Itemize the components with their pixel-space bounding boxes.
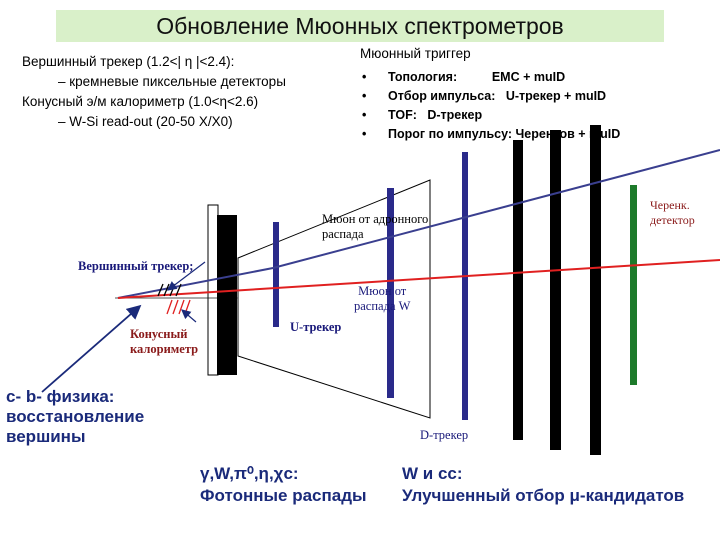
vertex-tracker-label: Вершинный трекер; <box>78 259 194 273</box>
vertex-tracker-note: Вершинный трекер (1.2<| η |<2.4): <box>22 54 235 69</box>
trigger-heading: Мюонный триггер <box>360 46 471 61</box>
muon-w-track <box>117 259 720 299</box>
calorimeter-marks <box>166 299 191 315</box>
w-cc-text: W и cc: <box>402 464 463 483</box>
left-notes: Вершинный трекер (1.2<| η |<2.4): – крем… <box>22 52 286 132</box>
muon-hadron-label: Мюон от адронного распада <box>322 212 429 241</box>
trigger-item: TOF: D-трекер <box>362 106 620 125</box>
d-tracker-label: D-трекер <box>420 428 469 442</box>
absorber-edge <box>207 204 219 376</box>
improved-selection-text: Улучшенный отбор μ-кандидатов <box>402 486 685 505</box>
u-tracker-label: U-трекер <box>290 320 342 334</box>
u-tracker-plate <box>273 222 279 327</box>
pixel-detectors-note: – кремневые пиксельные детекторы <box>58 74 286 89</box>
photon-symbols: γ,W,π⁰,η,χc: <box>200 464 299 483</box>
photon-decays-text: Фотонные распады <box>200 486 367 505</box>
central-absorber <box>217 215 237 375</box>
calorimeter-note: Конусный э/м калориметр (1.0<η<2.6) <box>22 94 259 109</box>
conic-calorimeter-label: Конусный калориметр <box>130 327 199 356</box>
d-tracker-plate <box>462 152 468 420</box>
page-title: Обновление Мюонных спектрометров <box>56 10 664 42</box>
arrow-icon <box>41 304 142 393</box>
muid-plate <box>550 130 561 450</box>
cb-physics-text: c- b- физика: восстановление вершины <box>6 387 145 446</box>
trigger-item: Отбор импульса: U-трекер + muID <box>362 87 620 106</box>
readout-note: – W-Si read-out (20-50 X/X0) <box>58 114 233 129</box>
arrow-icon <box>167 261 206 291</box>
muid-plate <box>513 140 523 440</box>
cherenkov-plate <box>630 185 637 385</box>
trigger-item: Топология: EMC + muID <box>362 68 620 87</box>
muon-w-label: Мюон от распада W <box>354 284 411 313</box>
spectrometer-cone <box>237 179 431 419</box>
u-tracker-plate <box>387 188 394 398</box>
arrow-icon <box>181 309 197 323</box>
cherenkov-label: Черенк. детектор <box>650 198 695 227</box>
muid-plate <box>590 125 601 455</box>
